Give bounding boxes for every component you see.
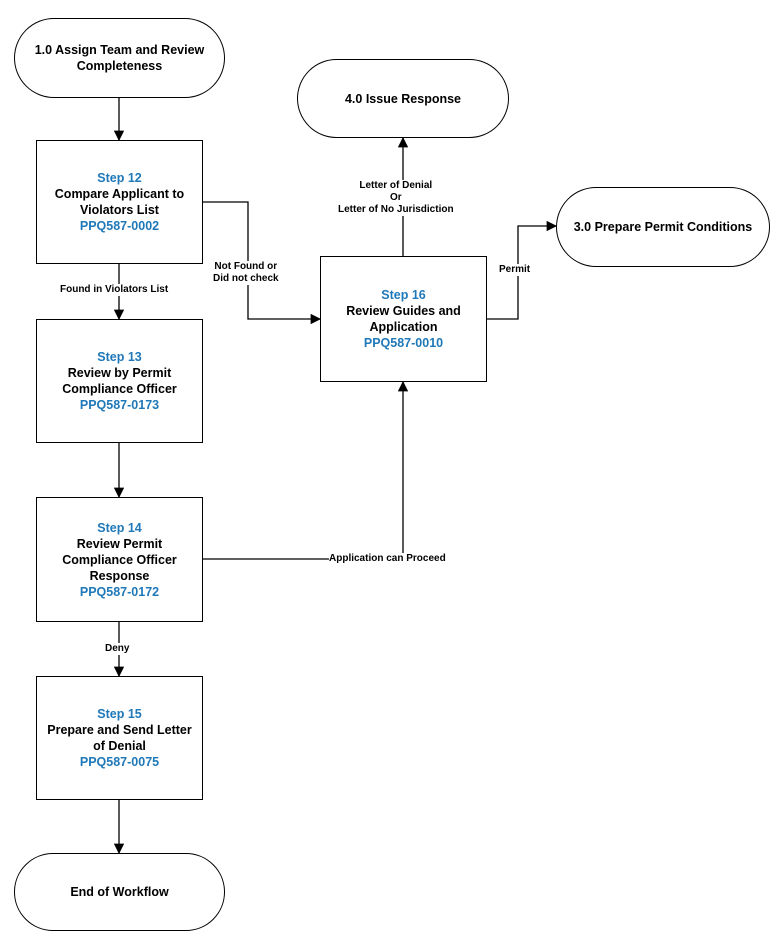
terminal-issue-response: 4.0 Issue Response (297, 59, 509, 138)
step15-code: PPQ587-0075 (79, 755, 160, 769)
step16-line-1: Review Guides and (346, 304, 461, 318)
process-step-12: Step 12 Compare Applicant to Violators L… (36, 140, 203, 264)
step15-title: Step 15 (97, 707, 142, 721)
step12-line-1: Compare Applicant to (54, 187, 185, 201)
end-line-1: End of Workflow (70, 885, 169, 899)
denial-line-1: Letter of Denial (359, 180, 433, 191)
step14-code: PPQ587-0172 (79, 584, 160, 599)
edge-label-permit: Permit (499, 264, 531, 276)
edge-label-not-found: Not Found or Did not check (213, 261, 279, 285)
denial-line-2: Or (389, 192, 402, 203)
permit-conditions-line-1: 3.0 Prepare Permit Conditions (573, 220, 753, 234)
edge-step14-to-step16 (203, 380, 409, 560)
step16-code: PPQ587-0010 (363, 336, 444, 350)
step13-title: Step 13 (97, 350, 142, 364)
issue-line-1: 4.0 Issue Response (344, 91, 462, 106)
step14-line-1: Review Permit (76, 536, 163, 551)
step12-code: PPQ587-0002 (79, 219, 160, 233)
not-found-line-1: Not Found or (214, 261, 278, 272)
step13-line-2: Compliance Officer (62, 382, 177, 396)
terminal-prepare-permit-conditions: 3.0 Prepare Permit Conditions (556, 187, 770, 267)
step13-line-1: Review by Permit (67, 366, 172, 380)
start-terminal-assign-team: 1.0 Assign Team and Review Completeness (14, 18, 225, 98)
step14-title: Step 14 (97, 520, 142, 535)
step15-line-2: of Denial (93, 739, 146, 753)
assign-line-2: Completeness (76, 59, 163, 73)
assign-line-1: 1.0 Assign Team and Review (34, 43, 205, 57)
permit-line-1: Permit (499, 264, 531, 275)
process-step-16: Step 16 Review Guides and Application PP… (320, 256, 487, 382)
step14-line-3: Response (89, 568, 150, 583)
edge-label-letter-of-denial: Letter of Denial Or Letter of No Jurisdi… (338, 180, 454, 216)
step15-line-1: Prepare and Send Letter (47, 723, 192, 737)
edge-label-found-in-violators-list: Found in Violators List (60, 284, 169, 296)
not-found-line-2: Did not check (213, 273, 279, 284)
found-line-1: Found in Violators List (60, 284, 169, 295)
process-step-14: Step 14 Review Permit Compliance Officer… (36, 497, 203, 622)
edge-label-application-can-proceed: Application can Proceed (329, 553, 446, 565)
step13-code: PPQ587-0173 (79, 398, 160, 412)
step14-line-2: Compliance Officer (62, 552, 177, 567)
proceed-line-1: Application can Proceed (329, 553, 446, 564)
step16-line-2: Application (369, 320, 438, 334)
edge-step12-to-step16 (203, 201, 322, 325)
step12-title: Step 12 (97, 171, 142, 185)
edge-label-deny: Deny (105, 643, 130, 655)
step16-title: Step 16 (381, 288, 426, 302)
denial-line-3: Letter of No Jurisdiction (338, 204, 454, 215)
deny-line-1: Deny (105, 643, 130, 654)
process-step-13: Step 13 Review by Permit Compliance Offi… (36, 319, 203, 443)
end-terminal-end-of-workflow: End of Workflow (14, 853, 225, 931)
process-step-15: Step 15 Prepare and Send Letter of Denia… (36, 676, 203, 800)
step12-line-2: Violators List (80, 203, 159, 217)
